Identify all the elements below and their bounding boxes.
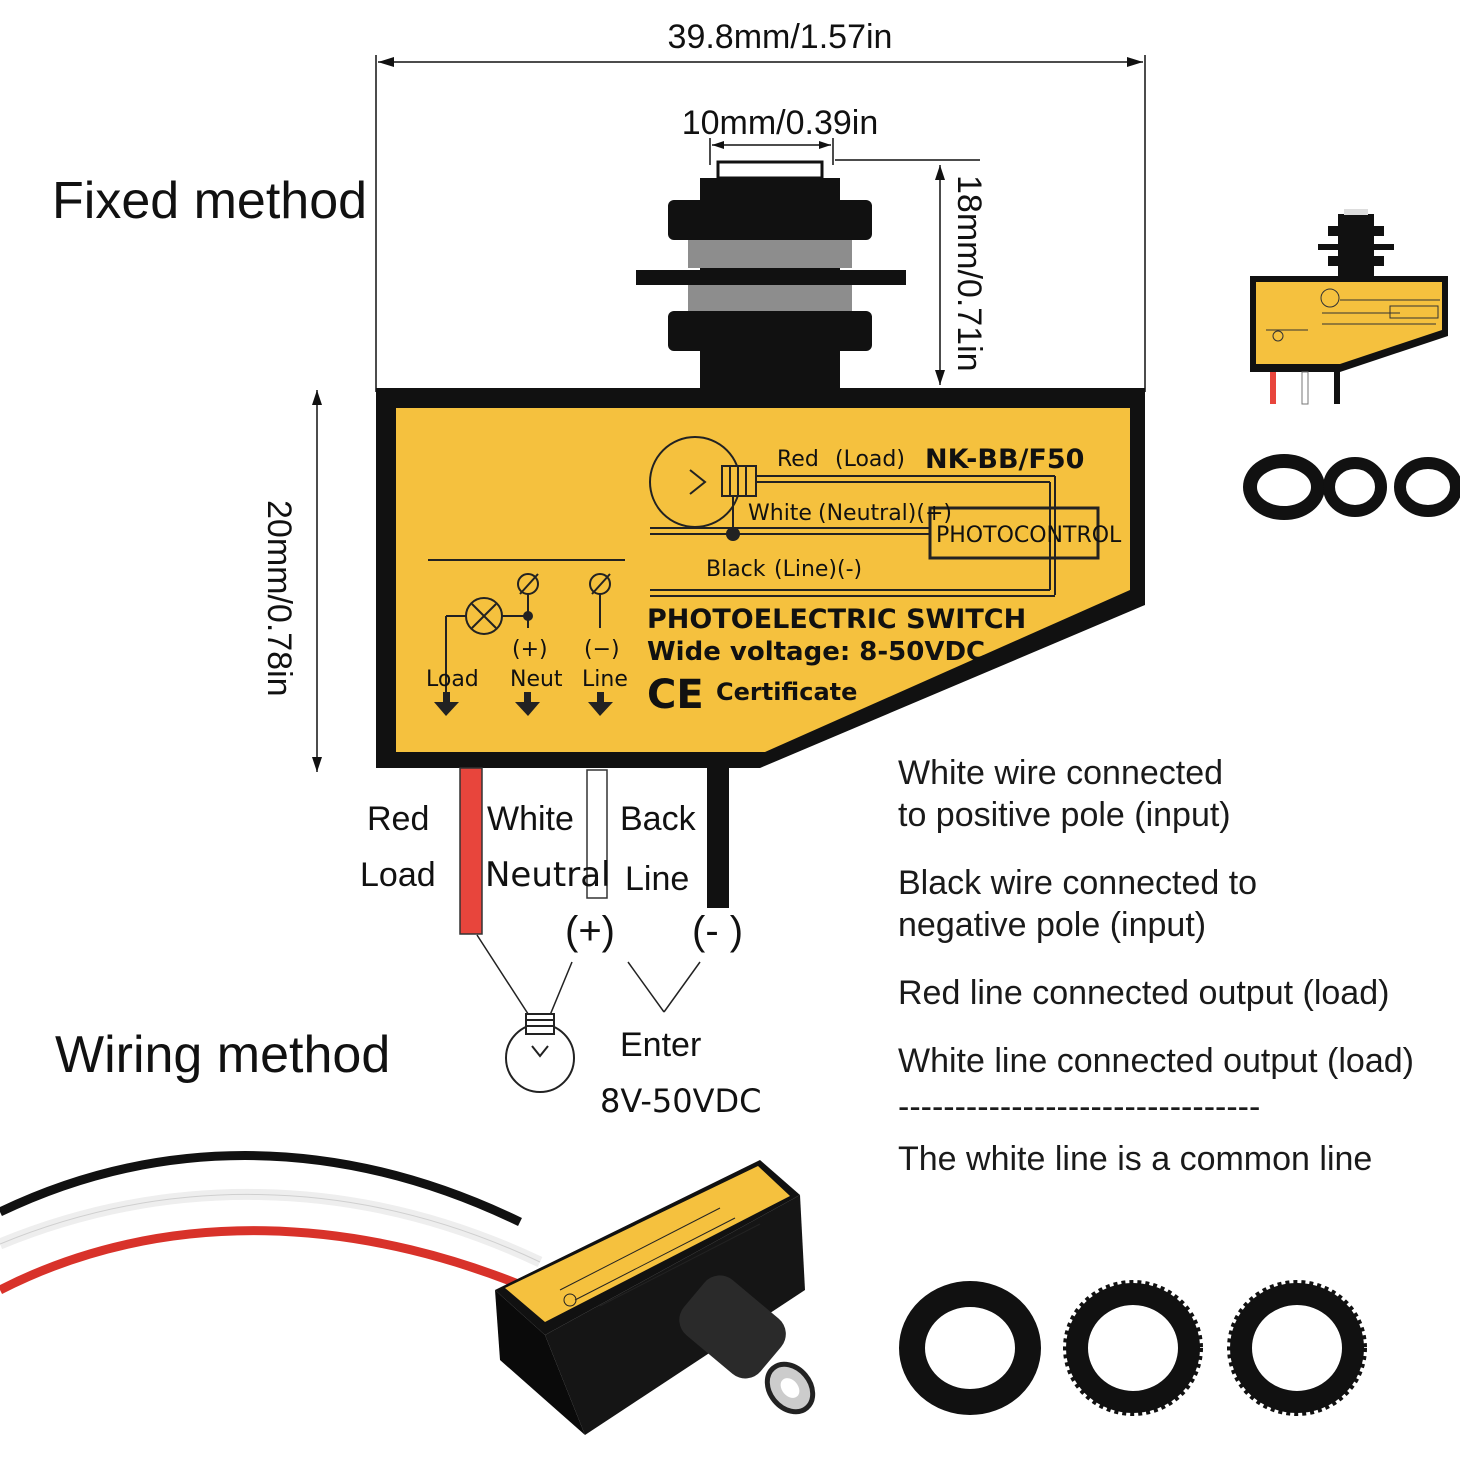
- note-1-line-2: to positive pole (input): [898, 796, 1231, 834]
- note-divider: --------------------------------: [898, 1088, 1260, 1126]
- panel-terminal-arrows: [434, 692, 613, 716]
- fixed-method-heading: Fixed method: [52, 172, 367, 230]
- wiring-method-heading: Wiring method: [55, 1026, 390, 1084]
- switch-label-panel: [396, 408, 1130, 752]
- note-1-line-1: White wire connected: [898, 754, 1223, 792]
- thumbnail-switch-image: [1250, 209, 1448, 405]
- lens-width-label: 10mm/0.39in: [682, 104, 879, 142]
- enter-voltage-label: 8V-50VDC: [600, 1082, 762, 1120]
- panel-term-line: Line: [582, 667, 628, 692]
- panel-term-line-sign: (−): [584, 637, 620, 662]
- note-3: Red line connected output (load): [898, 974, 1389, 1012]
- body-height-dimension: 20mm/0.78in: [260, 390, 322, 772]
- lens-height-label: 18mm/0.71in: [950, 175, 988, 372]
- nut-rings-photo: [899, 1280, 1367, 1416]
- overall-width-dimension: 39.8mm/1.57in: [375, 18, 1146, 392]
- black-wire-role-label: Line: [625, 860, 689, 898]
- red-wire-color-label: Red: [367, 800, 429, 838]
- lens-nut-assembly: [636, 160, 906, 392]
- panel-black-label: Black: [706, 557, 766, 582]
- panel-circuit-diagram: [428, 436, 1100, 700]
- white-wire: [586, 769, 608, 899]
- lens-height-dimension: 18mm/0.71in: [835, 159, 988, 385]
- positive-terminal-label: (+): [565, 909, 615, 953]
- panel-black-role: (Line)(-): [774, 557, 862, 582]
- enter-label: Enter: [620, 1026, 701, 1064]
- panel-red-label: Red: [777, 447, 819, 472]
- panel-certificate: Certificate: [716, 678, 857, 706]
- panel-white-role: (Neutral)(+): [818, 501, 952, 526]
- panel-photocontrol-label: PHOTOCONTROL: [936, 523, 1122, 548]
- black-wire-color-label: Back: [620, 800, 697, 838]
- negative-terminal-label: (- ): [692, 909, 743, 953]
- black-wire: [707, 768, 729, 908]
- overall-width-label: 39.8mm/1.57in: [668, 18, 893, 56]
- panel-title: PHOTOELECTRIC SWITCH: [647, 604, 1026, 635]
- lens-width-dimension: 10mm/0.39in: [682, 104, 879, 165]
- product-photo: [0, 1151, 816, 1435]
- panel-term-neut: Neut: [510, 667, 563, 692]
- wiring-bulb-icon: [505, 1013, 575, 1093]
- panel-model-number: NK-BB/F50: [925, 444, 1084, 475]
- white-wire-color-label: White: [487, 800, 574, 838]
- panel-term-load: Load: [426, 667, 479, 692]
- panel-ce-mark: CE: [647, 672, 704, 718]
- note-4: White line connected output (load): [898, 1042, 1414, 1080]
- body-height-label: 20mm/0.78in: [260, 500, 298, 697]
- white-wire-role-label: Neutral: [485, 855, 611, 895]
- wiring-connection-lines: [476, 934, 701, 1021]
- note-5: The white line is a common line: [898, 1140, 1372, 1178]
- note-2-line-1: Black wire connected to: [898, 864, 1257, 902]
- note-2-line-2: negative pole (input): [898, 906, 1206, 944]
- red-wire-role-label: Load: [360, 856, 436, 894]
- panel-term-neut-sign: (+): [512, 637, 548, 662]
- panel-voltage: Wide voltage: 8-50VDC: [647, 637, 985, 667]
- panel-red-role: (Load): [835, 447, 905, 472]
- panel-white-label: White: [748, 501, 812, 526]
- red-wire: [459, 767, 483, 935]
- thumbnail-nuts: [1243, 454, 1460, 520]
